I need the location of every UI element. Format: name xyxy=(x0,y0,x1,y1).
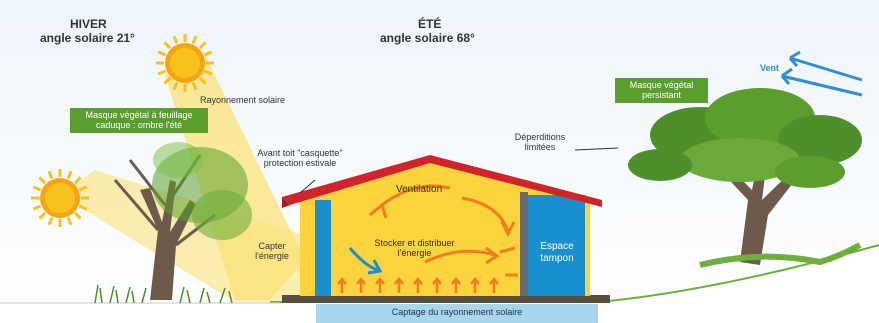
grass-icon xyxy=(94,284,233,304)
persistent-tree-icon xyxy=(628,88,862,268)
base-label-band xyxy=(316,304,598,323)
leader-line-roof xyxy=(299,179,316,194)
sun-ray xyxy=(157,50,167,57)
store-distribute-label: Stocker et distribuer l'énergie xyxy=(374,238,455,259)
sun-ray xyxy=(47,216,54,226)
circulation-arrows xyxy=(348,184,518,277)
buffer-space-label: Espace tampon xyxy=(540,241,574,264)
deciduous-tree-icon xyxy=(113,142,252,300)
buffer-space-zone xyxy=(527,195,585,296)
roof-overhang-label: Avant toit "casquette" protection estiva… xyxy=(257,148,343,169)
summer-angle: angle solaire 68° xyxy=(380,31,475,45)
house-interior xyxy=(300,158,590,296)
winter-angle: angle solaire 21° xyxy=(40,31,135,45)
heat-arrow xyxy=(432,276,442,293)
sun-ray xyxy=(73,176,82,185)
persistent-mask-label: Masque végétal persistant xyxy=(615,78,708,103)
heat-arrow xyxy=(489,276,499,293)
summer-sun-icon xyxy=(156,34,214,92)
sun-ray xyxy=(157,69,167,76)
heat-arrow xyxy=(337,276,347,293)
sun-ray xyxy=(38,176,47,185)
sun-ray xyxy=(32,185,42,192)
sun-ray xyxy=(47,170,54,180)
heat-arrow xyxy=(394,276,404,293)
sun-ray xyxy=(203,50,213,57)
wind-label: Vent xyxy=(760,63,780,73)
sun-ray xyxy=(191,35,198,45)
house xyxy=(282,155,610,303)
south-glazing xyxy=(315,200,331,296)
capture-energy-label: Capter l'énergie xyxy=(255,241,289,262)
deciduous-mask-label: Masque végétal à feuillage caduque : omb… xyxy=(70,108,208,133)
heat-arrow xyxy=(356,276,366,293)
house-slab xyxy=(282,295,610,303)
heat-arrow xyxy=(451,276,461,293)
sun-ray xyxy=(172,81,179,91)
sun-ray xyxy=(163,41,172,50)
sun-ray xyxy=(163,76,172,85)
heat-arrow xyxy=(413,276,423,293)
sun-ray xyxy=(198,76,207,85)
sun-ray xyxy=(73,211,82,220)
solar-radiation-label: Rayonnement solaire xyxy=(200,95,286,105)
heat-arrow xyxy=(470,276,480,293)
winter-title: HIVER xyxy=(70,17,107,31)
summer-title: ÉTÉ xyxy=(418,17,442,31)
winter-sun-beam xyxy=(60,170,320,305)
sun-ray xyxy=(78,204,88,211)
heat-arrows xyxy=(337,276,499,293)
sun-ray xyxy=(38,211,47,220)
winter-sun-icon xyxy=(31,169,89,227)
sun-ray xyxy=(172,35,179,45)
heat-loss-label: Déperditions limitées xyxy=(514,132,566,153)
leader-line-heat-loss xyxy=(574,147,619,151)
sun-ray xyxy=(198,41,207,50)
sun-ray xyxy=(78,185,88,192)
sun-ray xyxy=(203,69,213,76)
sun-ray xyxy=(66,216,73,226)
buffer-wall xyxy=(520,192,528,296)
wind-arrows-icon xyxy=(780,50,863,97)
ventilation-label: Ventilation xyxy=(396,184,443,195)
sun-ray xyxy=(191,81,198,91)
roof xyxy=(282,155,602,207)
sun-ray xyxy=(66,170,73,180)
sun-ray xyxy=(32,204,42,211)
solar-capture-label: Captage du rayonnement solaire xyxy=(391,307,523,317)
heat-arrow xyxy=(375,276,385,293)
